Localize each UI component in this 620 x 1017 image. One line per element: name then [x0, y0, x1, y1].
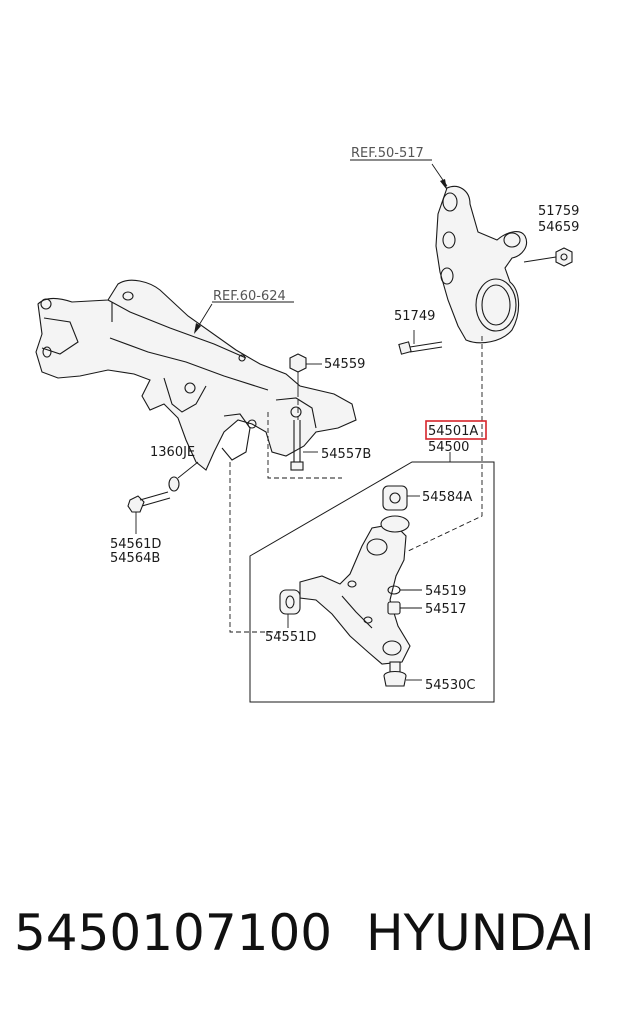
parts-diagram: REF.50-517 REF.60-624 51759 54659 51749 … [35, 146, 579, 703]
label-51759: 51759 [538, 204, 579, 219]
caption-bar: 5450107100 HYUNDAI [0, 900, 620, 980]
label-54551d: 54551D [265, 630, 316, 645]
label-54501a: 54501A [428, 424, 478, 439]
label-1360je: 1360JE [150, 445, 195, 460]
lower-control-arm [299, 523, 411, 665]
label-54519: 54519 [425, 584, 466, 599]
part-number: 5450107100 [14, 904, 333, 962]
ref-leader-60-624 [194, 301, 294, 334]
steering-knuckle [435, 185, 528, 344]
label-51749: 51749 [394, 309, 435, 324]
label-54659: 54659 [538, 220, 579, 235]
ref-leader-50-517 [350, 159, 448, 190]
highlight-box-54501a [425, 420, 487, 440]
ball-joint-54530c [383, 661, 422, 687]
subframe-nut [289, 353, 322, 392]
clip-54519 [387, 585, 422, 595]
knuckle-bolt [398, 330, 443, 355]
knuckle-nut [523, 247, 573, 267]
nut-54517 [387, 601, 422, 615]
brand-name: HYUNDAI [366, 904, 595, 962]
ref-60-624: REF.60-624 [213, 289, 286, 304]
label-54517: 54517 [425, 602, 466, 617]
subframe-crossmember [35, 279, 357, 471]
label-54561d: 54561D [110, 537, 161, 552]
label-54530c: 54530C [425, 678, 475, 693]
bushing-54584a [380, 485, 420, 533]
subframe-bolt-54561d [127, 491, 171, 534]
alignment-lines [229, 336, 483, 633]
label-54559: 54559 [324, 357, 365, 372]
label-54557b: 54557B [321, 447, 371, 462]
assembly-box-54500 [249, 461, 495, 703]
label-54500: 54500 [428, 440, 469, 455]
washer-1360je [168, 461, 199, 492]
bushing-54551d [279, 589, 301, 628]
label-54584a: 54584A [422, 490, 472, 505]
ref-50-517: REF.50-517 [351, 146, 424, 161]
label-54564b: 54564B [110, 551, 160, 566]
subframe-bolt-54557b [290, 420, 318, 471]
